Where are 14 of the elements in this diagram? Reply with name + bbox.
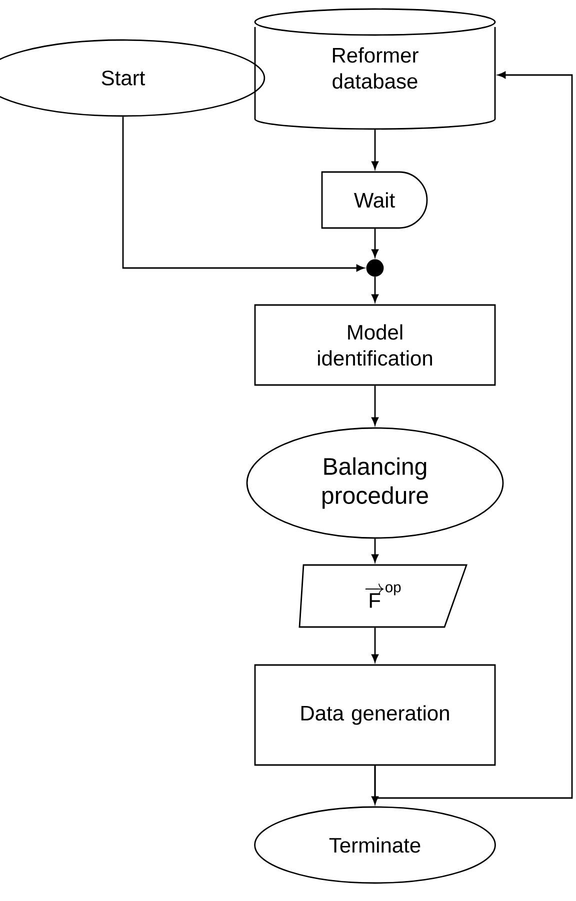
arrow: [372, 276, 378, 302]
arrow: [122, 116, 364, 272]
arrow: [372, 628, 378, 662]
data-parallelogram: $\overrightarrow{\mathrm{F}}^{\mathrm{op}}$: [298, 564, 468, 628]
arrow: [372, 228, 378, 258]
arrow: [372, 538, 378, 562]
database-cylinder: Reformer database: [254, 8, 496, 130]
arrow: [372, 130, 378, 170]
junction-dot: [366, 259, 384, 277]
node-label: Reformer database: [332, 47, 418, 89]
process-box: Data generation: [254, 664, 496, 766]
process-box: Model identification: [254, 304, 496, 386]
arrow: [372, 386, 378, 426]
arrow: [374, 72, 573, 799]
